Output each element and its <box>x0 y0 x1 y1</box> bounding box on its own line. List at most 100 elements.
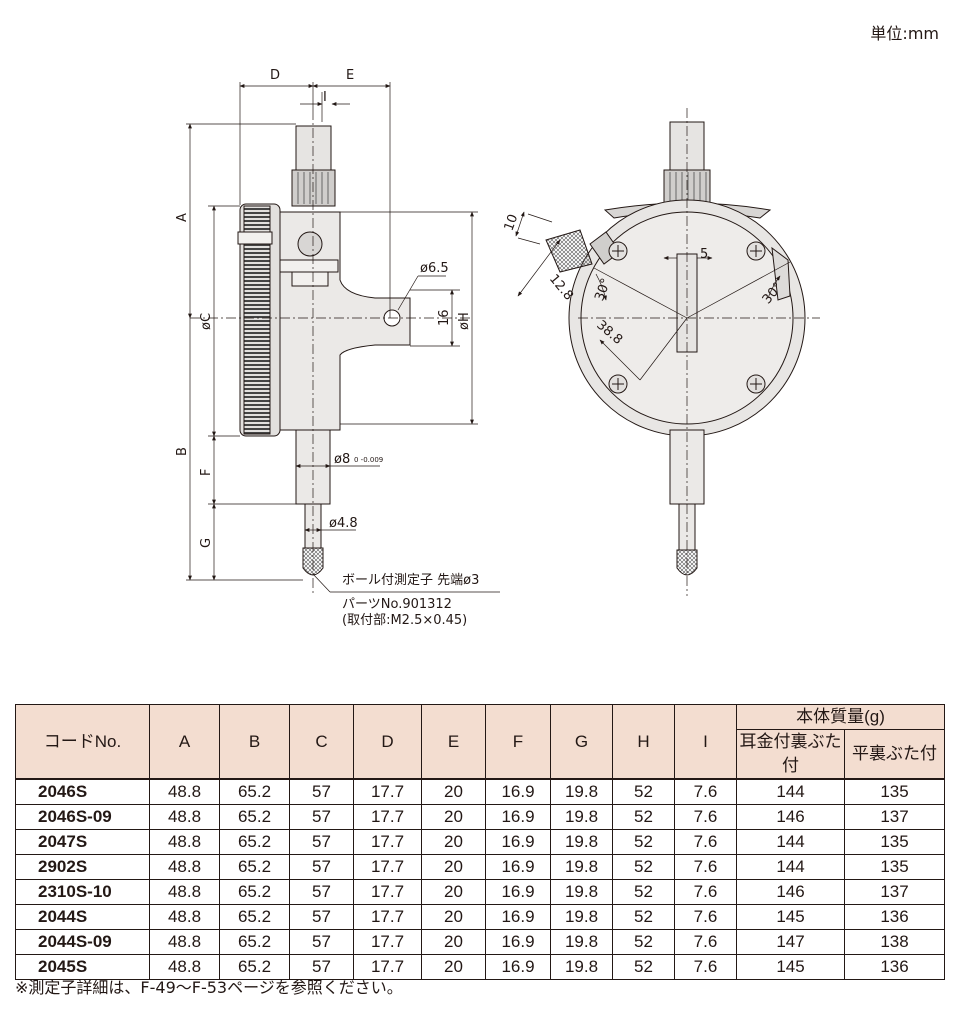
cell-g: 19.8 <box>550 829 613 855</box>
cell-a: 48.8 <box>149 804 220 830</box>
cell-g: 19.8 <box>550 804 613 830</box>
cell-i: 7.6 <box>674 829 737 855</box>
cell-code: 2046S-09 <box>15 804 150 830</box>
cell-i: 7.6 <box>674 778 737 805</box>
cell-e: 20 <box>421 929 486 955</box>
cell-e: 20 <box>421 804 486 830</box>
header-mass: 本体質量(g) <box>736 704 945 730</box>
dim-b: B <box>175 447 190 456</box>
cell-g: 19.8 <box>550 879 613 905</box>
cell-b: 65.2 <box>219 929 290 955</box>
header-code: コードNo. <box>15 704 150 780</box>
dim-d: D <box>270 68 280 83</box>
cell-f: 16.9 <box>485 829 551 855</box>
cell-code: 2047S <box>15 829 150 855</box>
header-e: E <box>421 704 486 780</box>
cell-mass-lug: 146 <box>736 879 845 905</box>
cell-a: 48.8 <box>149 829 220 855</box>
cell-d: 17.7 <box>353 829 422 855</box>
cell-c: 57 <box>289 804 354 830</box>
cell-c: 57 <box>289 904 354 930</box>
dim-ten: 10 <box>502 212 522 233</box>
header-f: F <box>485 704 551 780</box>
cell-g: 19.8 <box>550 904 613 930</box>
dim-stem: ø8 <box>334 452 350 467</box>
cell-d: 17.7 <box>353 804 422 830</box>
cell-f: 16.9 <box>485 778 551 805</box>
cell-i: 7.6 <box>674 954 737 980</box>
table-row: 2047S 48.8 65.2 57 17.7 20 16.9 19.8 52 … <box>15 829 945 855</box>
callout-line1: ボール付測定子 先端ø3 <box>342 573 479 588</box>
dim-stem-tol: 0 -0.009 <box>354 456 383 464</box>
cell-i: 7.6 <box>674 804 737 830</box>
cell-h: 52 <box>612 854 675 880</box>
cell-f: 16.9 <box>485 954 551 980</box>
cell-g: 19.8 <box>550 778 613 805</box>
cell-code: 2044S-09 <box>15 929 150 955</box>
side-view <box>237 125 411 576</box>
cell-b: 65.2 <box>219 904 290 930</box>
footnote: ※測定子詳細は、F-49〜F-53ページを参照ください。 <box>15 978 403 997</box>
cell-mass-flat: 136 <box>844 904 945 930</box>
cell-f: 16.9 <box>485 929 551 955</box>
table-row: 2902S 48.8 65.2 57 17.7 20 16.9 19.8 52 … <box>15 854 945 880</box>
cell-b: 65.2 <box>219 778 290 805</box>
cell-i: 7.6 <box>674 904 737 930</box>
cell-c: 57 <box>289 778 354 805</box>
cell-e: 20 <box>421 829 486 855</box>
cell-e: 20 <box>421 854 486 880</box>
cell-e: 20 <box>421 904 486 930</box>
cell-code: 2046S <box>15 778 150 805</box>
cell-mass-flat: 137 <box>844 804 945 830</box>
header-c: C <box>289 704 354 780</box>
cell-code: 2902S <box>15 854 150 880</box>
cell-c: 57 <box>289 879 354 905</box>
dim-h: øH <box>457 312 472 330</box>
cell-h: 52 <box>612 804 675 830</box>
cell-h: 52 <box>612 829 675 855</box>
dim-a: A <box>175 213 190 222</box>
dim-i: I <box>323 90 327 105</box>
callout-line2: パーツNo.901312 <box>342 597 452 612</box>
unit-label: 単位:mm <box>870 24 939 43</box>
cell-c: 57 <box>289 829 354 855</box>
cell-h: 52 <box>612 954 675 980</box>
cell-f: 16.9 <box>485 904 551 930</box>
cell-a: 48.8 <box>149 954 220 980</box>
cell-f: 16.9 <box>485 879 551 905</box>
cell-a: 48.8 <box>149 778 220 805</box>
cell-mass-flat: 138 <box>844 929 945 955</box>
cell-i: 7.6 <box>674 929 737 955</box>
cell-code: 2310S-10 <box>15 879 150 905</box>
cell-d: 17.7 <box>353 778 422 805</box>
cell-mass-flat: 135 <box>844 854 945 880</box>
cell-mass-flat: 135 <box>844 829 945 855</box>
header-g: G <box>550 704 613 780</box>
dim-five: 5 <box>700 247 708 262</box>
cell-mass-lug: 144 <box>736 778 845 805</box>
cell-mass-lug: 145 <box>736 954 845 980</box>
cell-mass-lug: 146 <box>736 804 845 830</box>
cell-g: 19.8 <box>550 854 613 880</box>
cell-h: 52 <box>612 929 675 955</box>
cell-h: 52 <box>612 879 675 905</box>
table-row: 2310S-10 48.8 65.2 57 17.7 20 16.9 19.8 … <box>15 879 945 905</box>
cell-d: 17.7 <box>353 879 422 905</box>
cell-b: 65.2 <box>219 854 290 880</box>
table-row: 2046S 48.8 65.2 57 17.7 20 16.9 19.8 52 … <box>15 778 945 805</box>
header-mass-lug: 耳金付裏ぶた付 <box>736 729 845 780</box>
cell-i: 7.6 <box>674 879 737 905</box>
cell-code: 2044S <box>15 904 150 930</box>
header-h: H <box>612 704 675 780</box>
cell-mass-lug: 144 <box>736 829 845 855</box>
cell-mass-lug: 145 <box>736 904 845 930</box>
cell-mass-lug: 144 <box>736 854 845 880</box>
callout-line3: (取付部:M2.5×0.45) <box>342 613 467 628</box>
dial-indicator-drawing: D E I A øC B F G øH ø6.5 16 ø8 0 -0.009 … <box>175 68 820 628</box>
cell-b: 65.2 <box>219 954 290 980</box>
cell-e: 20 <box>421 954 486 980</box>
cell-i: 7.6 <box>674 854 737 880</box>
cell-c: 57 <box>289 854 354 880</box>
cell-a: 48.8 <box>149 904 220 930</box>
cell-mass-lug: 147 <box>736 929 845 955</box>
